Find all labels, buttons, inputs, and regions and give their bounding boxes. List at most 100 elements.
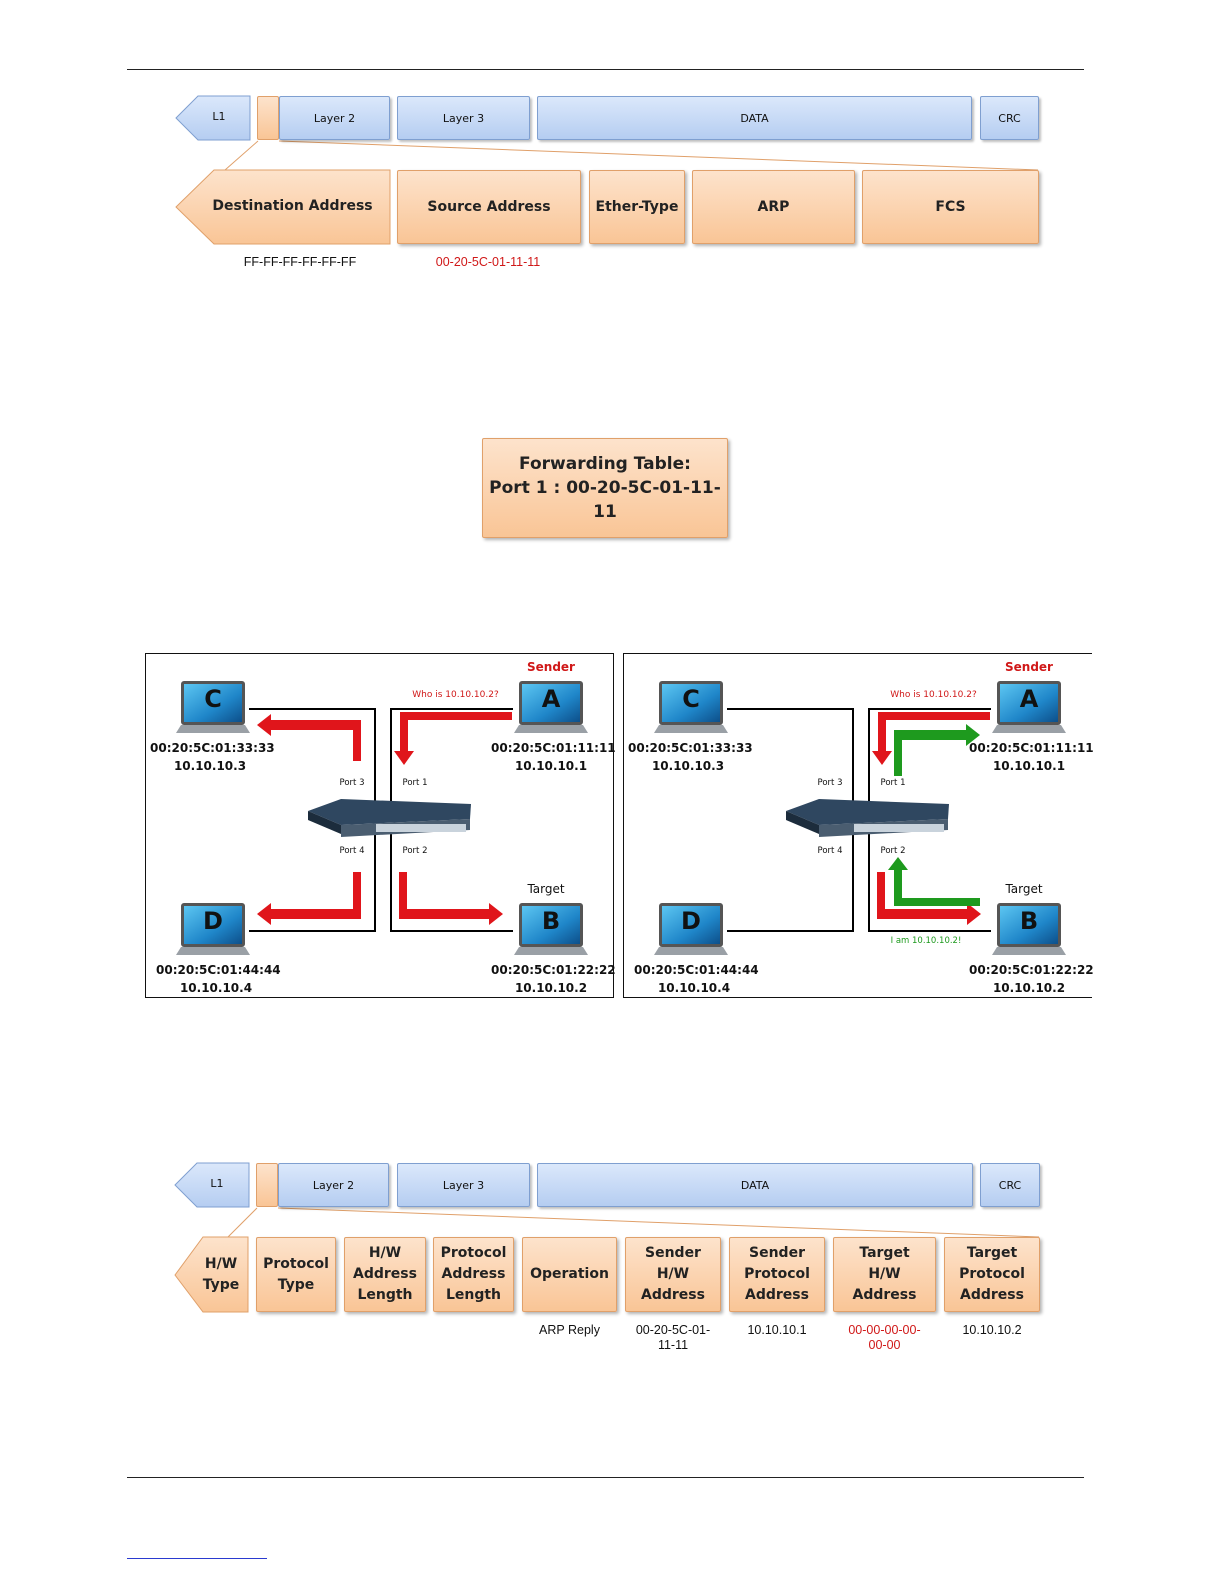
field-destination-label: Destination Address <box>212 198 373 214</box>
laptop-c <box>176 681 250 733</box>
target-label: Target <box>527 882 565 896</box>
host-d-ip: 10.10.10.4 <box>657 981 731 995</box>
host-d-mac: 00:20:5C:01:44:44 <box>156 963 281 977</box>
sender-protocol-value: 10.10.10.1 <box>747 1323 807 1337</box>
host-c-mac: 00:20:5C:01:33:33 <box>628 741 753 755</box>
laptop-c-letter: C <box>682 685 700 713</box>
forwarding-table-title: Forwarding Table: <box>519 454 691 474</box>
expansion-line-right <box>278 140 1039 171</box>
laptop-a-letter: A <box>541 685 561 713</box>
reply-text: I am 10.10.10.2! <box>890 936 962 946</box>
arrow-from-a <box>872 712 990 765</box>
laptop-b <box>514 903 588 955</box>
forwarding-table-box: Forwarding Table: Port 1 : 00-20-5C-01-1… <box>482 438 728 538</box>
switch-device <box>786 799 949 837</box>
field-hw-address-length: H/W Address Length <box>344 1237 426 1312</box>
target-label: Target <box>1005 882 1043 896</box>
field-operation: Operation <box>522 1237 617 1312</box>
field-protocol-type: Protocol Type <box>256 1237 336 1312</box>
laptop-b-letter: B <box>541 907 561 935</box>
header-rule <box>127 69 1084 70</box>
l1-arrow-shape <box>175 95 251 141</box>
data-box: DATA <box>537 96 972 140</box>
layer2-box: Layer 2 <box>279 96 390 140</box>
layer2-arp-highlight <box>257 96 279 140</box>
footnote-rule <box>127 1558 267 1559</box>
frame-top-shapes <box>175 95 1039 245</box>
host-b-ip: 10.10.10.2 <box>992 981 1066 995</box>
host-d-mac: 00:20:5C:01:44:44 <box>634 963 759 977</box>
arrow-reply-from-b <box>888 857 980 906</box>
host-c-mac: 00:20:5C:01:33:33 <box>150 741 275 755</box>
laptop-a <box>514 681 588 733</box>
footer-rule <box>127 1477 1084 1478</box>
port1-label: Port 1 <box>402 778 428 788</box>
host-c-ip: 10.10.10.3 <box>173 759 247 773</box>
field-target-protocol-address: Target Protocol Address <box>944 1237 1040 1312</box>
laptop-d <box>654 903 728 955</box>
crc-box: CRC <box>980 96 1039 140</box>
destination-value: FF-FF-FF-FF-FF-FF <box>243 255 357 269</box>
port3-label: Port 3 <box>817 778 843 788</box>
field-hw-type-label: H/W Type <box>202 1256 240 1293</box>
port4-label: Port 4 <box>817 846 843 856</box>
port3-label: Port 3 <box>339 778 365 788</box>
reply-network-shapes <box>654 681 1066 955</box>
port4-label: Port 4 <box>339 846 365 856</box>
cable-a <box>390 708 513 809</box>
host-a-mac: 00:20:5C:01:11:11 <box>969 741 1094 755</box>
l1-arrow-shape <box>174 1162 250 1208</box>
host-c-ip: 10.10.10.3 <box>651 759 725 773</box>
request-network-shapes <box>176 681 588 955</box>
sender-label: Sender <box>527 660 575 674</box>
query-text: Who is 10.10.10.2? <box>412 690 499 700</box>
target-protocol-value: 10.10.10.2 <box>962 1323 1022 1337</box>
laptop-d <box>176 903 250 955</box>
arrow-to-b <box>877 872 981 925</box>
field-protocol-address-length: Protocol Address Length <box>433 1237 514 1312</box>
field-ether-type: Ether-Type <box>589 170 685 244</box>
host-a-mac: 00:20:5C:01:11:11 <box>491 741 616 755</box>
host-b-mac: 00:20:5C:01:22:22 <box>491 963 616 977</box>
field-arp: ARP <box>692 170 855 244</box>
field-target-hw-address: Target H/W Address <box>833 1237 936 1312</box>
layer3-box: Layer 3 <box>397 96 530 140</box>
layer3-box: Layer 3 <box>397 1163 530 1207</box>
target-hw-value: 00-00-00-00- 00-00 <box>848 1323 921 1352</box>
cable-b <box>390 834 513 932</box>
cable-d <box>727 834 854 932</box>
frame-bottom-shapes <box>174 1162 1040 1313</box>
port1-label: Port 1 <box>880 778 906 788</box>
laptop-a-letter: A <box>1019 685 1039 713</box>
laptop-a <box>992 681 1066 733</box>
sender-hw-value: 00-20-5C-01- 11-11 <box>635 1323 711 1352</box>
expansion-line-left <box>224 140 259 171</box>
layer2-box: Layer 2 <box>278 1163 389 1207</box>
host-b-mac: 00:20:5C:01:22:22 <box>969 963 1094 977</box>
source-value: 00-20-5C-01-11-11 <box>435 255 541 269</box>
switch-device <box>308 799 471 837</box>
field-sender-hw-address: Sender H/W Address <box>625 1237 721 1312</box>
crc-box: CRC <box>980 1163 1040 1207</box>
network-diagram-request: C A D B Sender Who is 10.10.10.2? Target… <box>145 653 616 998</box>
laptop-d-letter: D <box>203 907 223 935</box>
laptop-c-letter: C <box>204 685 222 713</box>
hw-type-arrow-shape <box>174 1236 249 1313</box>
cable-a <box>868 708 991 809</box>
host-a-ip: 10.10.10.1 <box>514 759 588 773</box>
data-box: DATA <box>537 1163 973 1207</box>
network-diagram-reply: C A D B Sender Who is 10.10.10.2? Target… <box>623 653 1094 998</box>
port2-label: Port 2 <box>880 846 906 856</box>
field-sender-protocol-address: Sender Protocol Address <box>729 1237 825 1312</box>
expansion-line-left <box>227 1207 258 1238</box>
arrow-reply-to-a <box>894 724 980 776</box>
host-d-ip: 10.10.10.4 <box>179 981 253 995</box>
field-fcs: FCS <box>862 170 1039 244</box>
cable-b <box>868 834 991 932</box>
layer2-arp-highlight <box>256 1163 278 1207</box>
arrow-to-d <box>257 872 361 925</box>
host-a-ip: 10.10.10.1 <box>992 759 1066 773</box>
host-b-ip: 10.10.10.2 <box>514 981 588 995</box>
expansion-line-right <box>277 1207 1040 1238</box>
arrow-from-a <box>394 712 512 765</box>
